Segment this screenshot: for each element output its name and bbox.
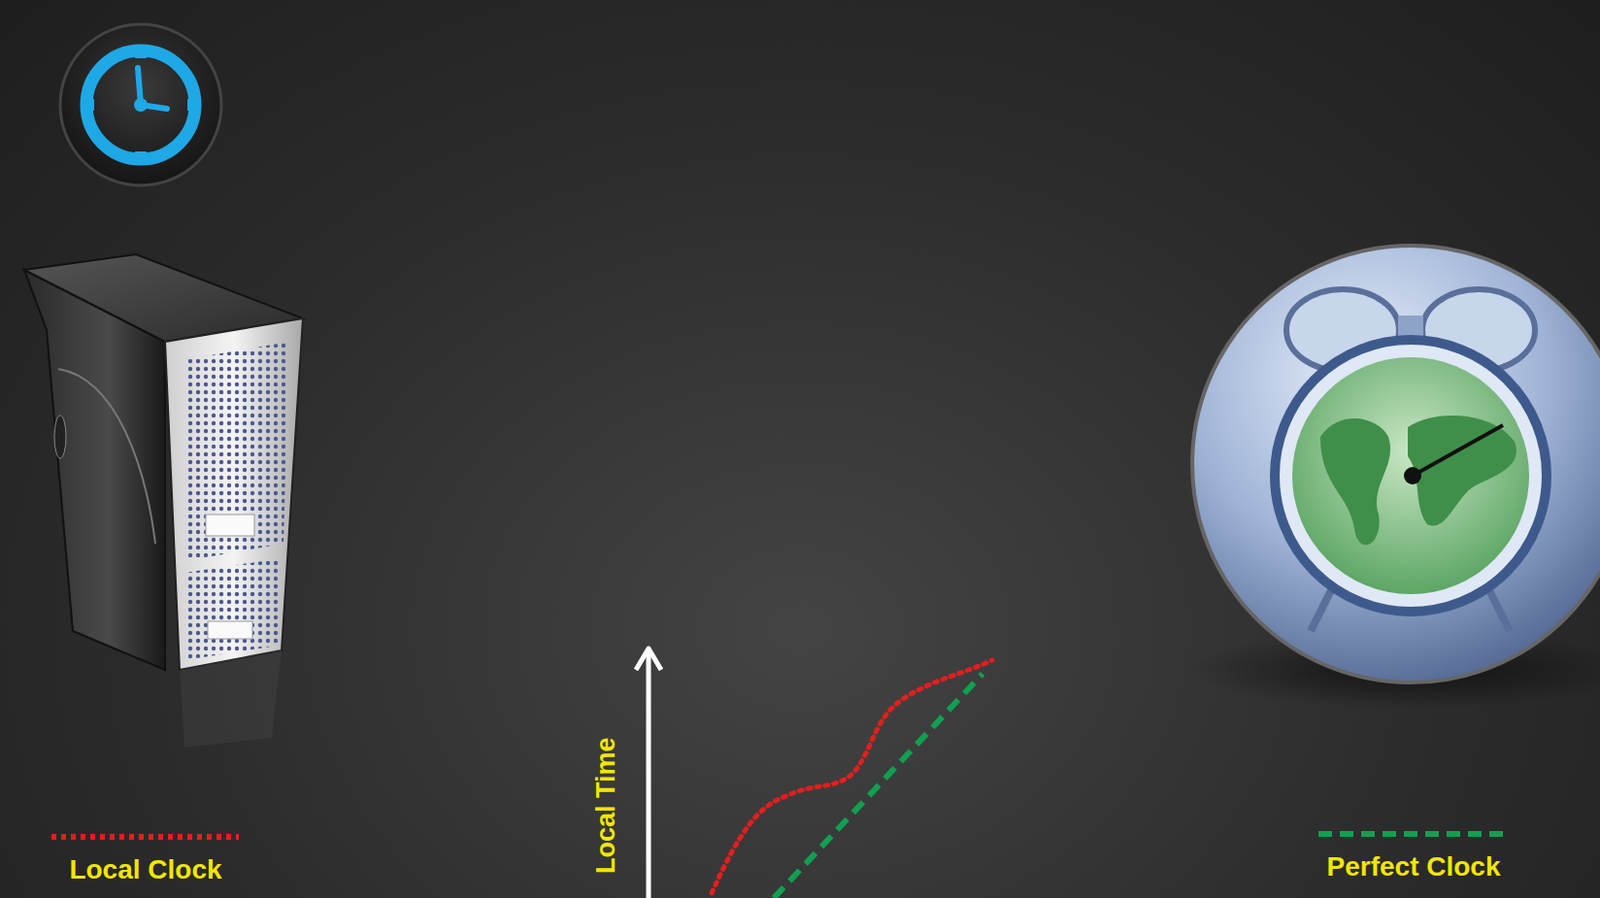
- legend-line-sample: [51, 833, 239, 840]
- world-clock-illustration: [1187, 245, 1600, 709]
- server-illustration: [24, 254, 303, 748]
- legend-label: Perfect Clock: [1327, 852, 1501, 883]
- time-chart: [635, 648, 993, 898]
- axis-label: Local Time: [592, 737, 622, 875]
- legend-label: Local Clock: [68, 855, 222, 886]
- legend-line-sample: [1318, 831, 1508, 837]
- clock-icon: [60, 24, 222, 186]
